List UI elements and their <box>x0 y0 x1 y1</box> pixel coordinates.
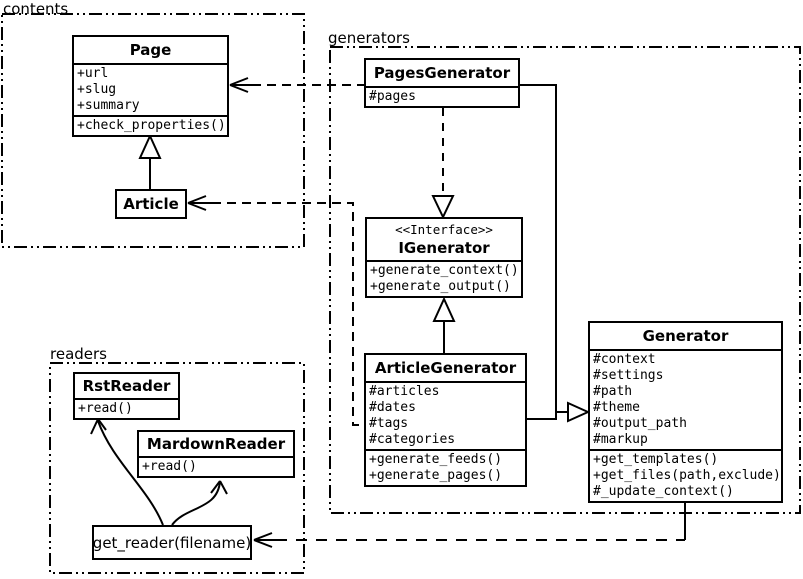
class-article: Article <box>115 189 187 219</box>
node-get-reader: get_reader(filename) <box>92 525 252 560</box>
class-igenerator: <<Interface>> IGenerator +generate_conte… <box>365 217 523 298</box>
class-page-methods: +check_properties() <box>74 115 227 135</box>
package-contents-label: contents <box>3 0 69 18</box>
attribute: #categories <box>369 432 456 447</box>
class-generator-title: Generator <box>642 327 729 345</box>
method: +generate_feeds() <box>369 452 503 467</box>
class-page-title: Page <box>129 41 172 59</box>
method: +read() <box>142 459 197 474</box>
generalization-articlegenerator-to-igenerator <box>432 296 456 353</box>
node-get-reader-label: get_reader(filename) <box>92 533 252 552</box>
attribute: #pages <box>369 89 416 104</box>
method: +get_templates() <box>593 452 719 467</box>
class-generator-attributes: #context #settings #path #theme #output_… <box>590 349 781 449</box>
method: +get_files(path,exclude) <box>593 468 781 483</box>
class-igenerator-stereotype: <<Interface>> <box>395 222 493 237</box>
dependency-articlegenerator-to-article <box>187 195 364 426</box>
class-rstreader: RstReader +read() <box>73 372 180 420</box>
method: +generate_output() <box>370 279 511 294</box>
method: +generate_context() <box>370 263 519 278</box>
method: +check_properties() <box>77 118 226 133</box>
attribute: +slug <box>77 82 117 97</box>
class-mardownreader-methods: +read() <box>139 456 293 476</box>
arrow-getreader-to-rstreader <box>90 418 164 526</box>
attribute: #output_path <box>593 416 687 431</box>
attribute: +summary <box>77 98 140 113</box>
attribute: #path <box>593 384 633 399</box>
attribute: #settings <box>593 368 664 383</box>
class-article-title: Article <box>123 195 179 213</box>
attribute: #articles <box>369 384 440 399</box>
dependency-generator-to-getreader <box>253 502 686 548</box>
class-page-attributes: +url +slug +summary <box>74 63 227 115</box>
generalization-generators-to-generator <box>520 84 591 423</box>
class-pagesgenerator-attributes: #pages <box>366 86 518 106</box>
generalization-article-to-page <box>138 133 162 190</box>
class-pagesgenerator: PagesGenerator #pages <box>364 58 520 108</box>
class-generator-methods: +get_templates() +get_files(path,exclude… <box>590 449 781 501</box>
class-igenerator-title: IGenerator <box>398 239 490 257</box>
realization-pagesgenerator-to-igenerator <box>431 108 455 220</box>
class-articlegenerator: ArticleGenerator #articles #dates #tags … <box>364 353 527 487</box>
attribute: #markup <box>593 432 648 447</box>
method: +generate_pages() <box>369 468 503 483</box>
attribute: #context <box>593 352 656 367</box>
package-generators-border <box>329 46 801 514</box>
class-page: Page +url +slug +summary +check_properti… <box>72 35 229 137</box>
dependency-pagesgenerator-to-page <box>229 77 364 93</box>
class-mardownreader: MardownReader +read() <box>137 430 295 478</box>
method: +read() <box>78 401 133 416</box>
arrow-getreader-to-mardownreader <box>171 480 228 526</box>
package-contents-border <box>1 13 305 248</box>
attribute: +url <box>77 66 109 81</box>
class-rstreader-title: RstReader <box>82 377 171 395</box>
package-generators-label: generators <box>328 29 410 47</box>
class-mardownreader-title: MardownReader <box>146 435 286 453</box>
class-articlegenerator-attributes: #articles #dates #tags #categories <box>366 381 525 449</box>
class-articlegenerator-title: ArticleGenerator <box>374 359 517 377</box>
attribute: #dates <box>369 400 416 415</box>
method: #_update_context() <box>593 484 734 499</box>
attribute: #theme <box>593 400 640 415</box>
package-readers-label: readers <box>50 345 107 363</box>
class-generator: Generator #context #settings #path #them… <box>588 321 783 503</box>
package-readers-border <box>49 362 305 574</box>
class-rstreader-methods: +read() <box>75 398 178 418</box>
class-articlegenerator-methods: +generate_feeds() +generate_pages() <box>366 449 525 485</box>
attribute: #tags <box>369 416 409 431</box>
class-igenerator-methods: +generate_context() +generate_output() <box>367 260 521 296</box>
class-pagesgenerator-title: PagesGenerator <box>373 64 511 82</box>
